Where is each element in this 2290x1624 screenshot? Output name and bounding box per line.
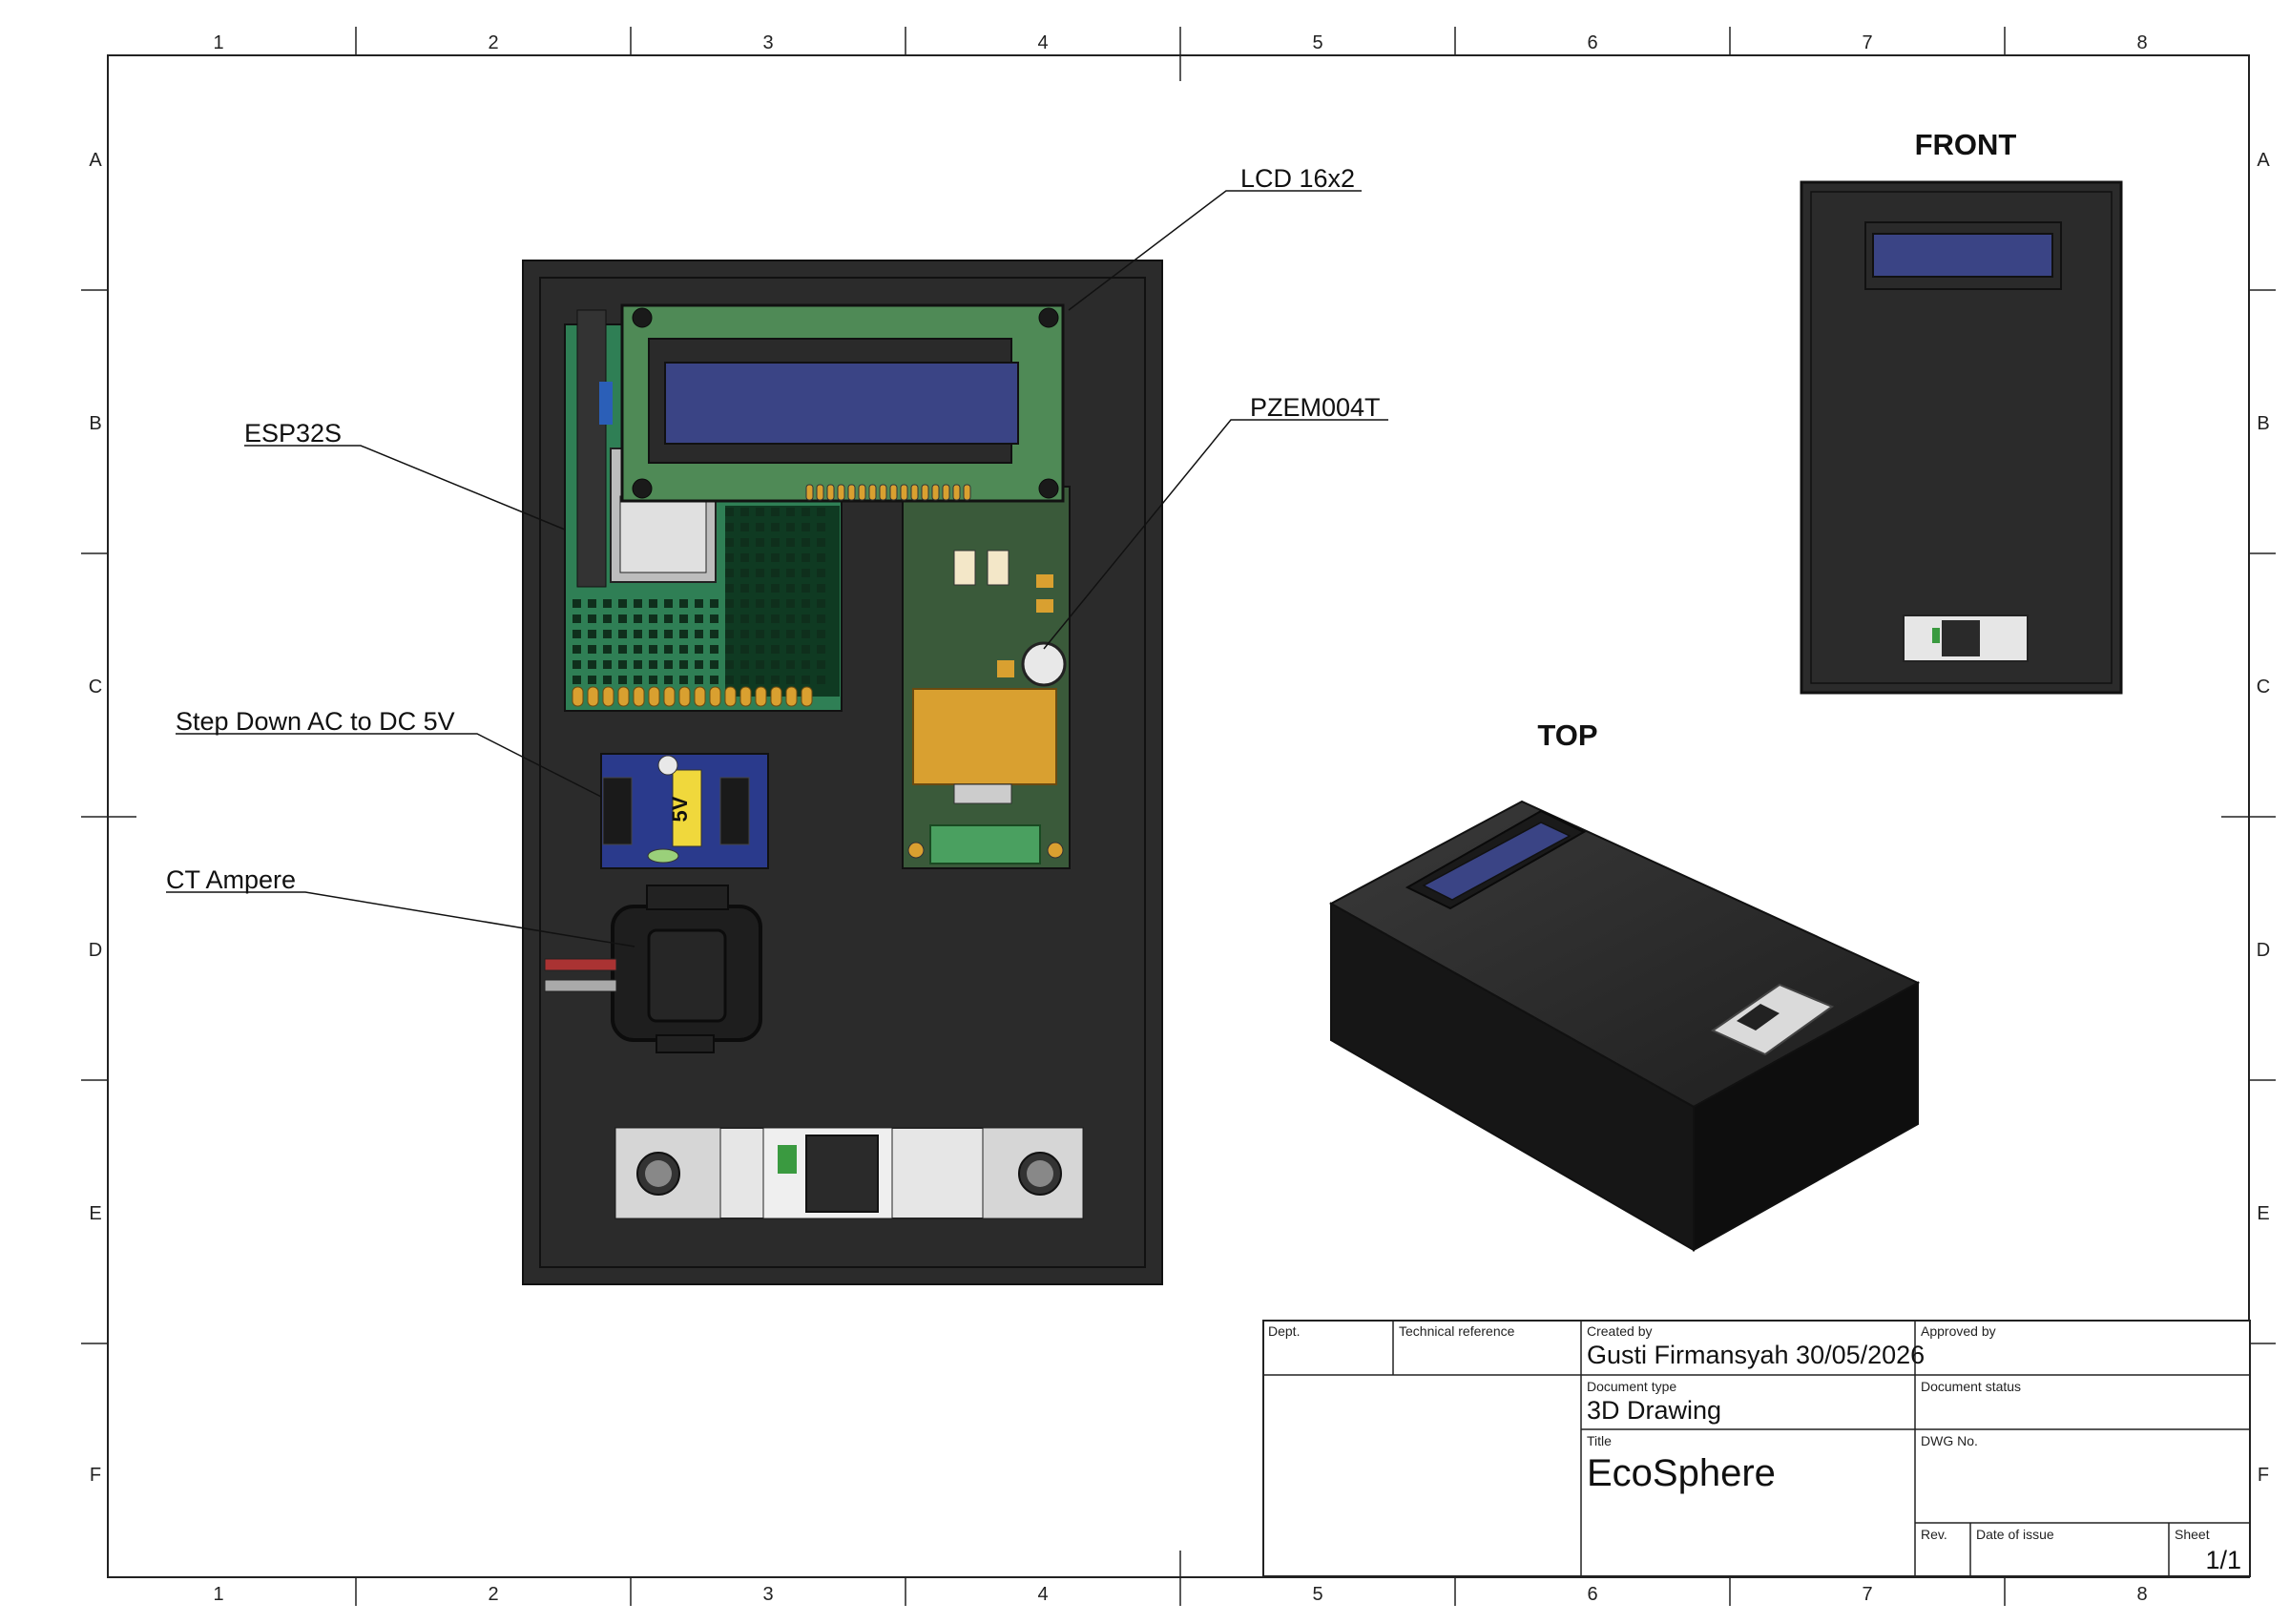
- col-label-7: 7: [1862, 32, 1872, 53]
- lcd-module: [620, 303, 1065, 503]
- row-label-d-right: D: [2257, 940, 2270, 961]
- tb-created-value: Gusti Firmansyah 30/05/2026: [1587, 1341, 1926, 1369]
- tb-approved-label: Approved by: [1921, 1323, 1996, 1339]
- col-label-8-bottom: 8: [2136, 1584, 2147, 1605]
- row-label-b: B: [89, 413, 101, 434]
- row-label-f-right: F: [2258, 1465, 2269, 1486]
- front-view: [1800, 180, 2123, 695]
- col-label-1: 1: [213, 32, 223, 53]
- tb-doctype-cell: Document type 3D Drawing: [1581, 1375, 1915, 1429]
- tb-created-label: Created by: [1587, 1323, 1653, 1339]
- tb-sheet-cell: Sheet 1/1: [2169, 1523, 2251, 1577]
- row-label-e: E: [89, 1203, 101, 1224]
- col-label-3-bottom: 3: [762, 1584, 773, 1605]
- col-label-2-bottom: 2: [488, 1584, 498, 1605]
- col-label-1-bottom: 1: [213, 1584, 223, 1605]
- stepdown-psu-board: 5V: [600, 753, 769, 869]
- col-label-8: 8: [2136, 32, 2147, 53]
- top-view-label: TOP: [1537, 718, 1597, 752]
- circuit-breaker: [614, 1127, 1084, 1219]
- ct-ampere-sensor: [544, 885, 762, 1053]
- tb-docstatus-label: Document status: [1921, 1379, 2022, 1394]
- title-block: Dept. Technical reference Created by Gus…: [1262, 1320, 2251, 1577]
- tb-techref-label: Technical reference: [1399, 1323, 1515, 1339]
- row-label-d: D: [89, 940, 102, 961]
- callout-esp: ESP32S: [244, 419, 342, 448]
- tb-dept-cell: Dept.: [1262, 1320, 1393, 1375]
- tb-rev-cell: Rev.: [1915, 1523, 1970, 1577]
- grid-ticks: [81, 27, 2276, 1606]
- row-label-c-right: C: [2257, 677, 2270, 697]
- row-label-b-right: B: [2257, 413, 2269, 434]
- row-label-c: C: [89, 677, 102, 697]
- row-label-a-right: A: [2257, 150, 2270, 171]
- callout-stepdown: Step Down AC to DC 5V: [176, 707, 455, 736]
- col-label-4: 4: [1037, 32, 1048, 53]
- title-block-grid: [1262, 1320, 2251, 1577]
- row-label-a: A: [89, 150, 102, 171]
- psu-voltage-label: 5V: [668, 796, 692, 822]
- tb-dwgno-cell: DWG No.: [1915, 1429, 2251, 1523]
- isometric-view: [1328, 800, 1921, 1252]
- front-view-label: FRONT: [1915, 128, 2017, 161]
- tb-date-cell: Date of issue: [1970, 1523, 2169, 1577]
- callout-pzem: PZEM004T: [1250, 393, 1381, 422]
- row-label-f: F: [90, 1465, 101, 1486]
- tb-techref-cell: Technical reference: [1393, 1320, 1581, 1375]
- tb-sheet-value: 1/1: [2205, 1546, 2241, 1574]
- tb-dept-label: Dept.: [1268, 1323, 1301, 1339]
- row-label-e-right: E: [2257, 1203, 2269, 1224]
- col-label-6: 6: [1587, 32, 1597, 53]
- col-label-5: 5: [1312, 32, 1322, 53]
- col-label-5-bottom: 5: [1312, 1584, 1322, 1605]
- col-label-3: 3: [762, 32, 773, 53]
- col-label-2: 2: [488, 32, 498, 53]
- callout-lcd: LCD 16x2: [1240, 164, 1355, 193]
- tb-doctype-value: 3D Drawing: [1587, 1396, 1722, 1425]
- tb-rev-label: Rev.: [1921, 1527, 1947, 1542]
- pzem-board: [902, 486, 1071, 869]
- col-label-4-bottom: 4: [1037, 1584, 1048, 1605]
- tb-approved-cell: Approved by: [1915, 1320, 2251, 1375]
- tb-title-value: EcoSphere: [1587, 1452, 1776, 1494]
- col-label-6-bottom: 6: [1587, 1584, 1597, 1605]
- col-label-7-bottom: 7: [1862, 1584, 1872, 1605]
- tb-title-label: Title: [1587, 1433, 1612, 1448]
- tb-docstatus-cell: Document status: [1915, 1375, 2251, 1429]
- tb-dwgno-label: DWG No.: [1921, 1433, 1978, 1448]
- tb-date-label: Date of issue: [1976, 1527, 2054, 1542]
- tb-created-cell: Created by Gusti Firmansyah 30/05/2026: [1581, 1320, 1925, 1375]
- tb-doctype-label: Document type: [1587, 1379, 1677, 1394]
- tb-title-cell: Title EcoSphere: [1581, 1429, 1915, 1577]
- tb-sheet-label: Sheet: [2175, 1527, 2210, 1542]
- callout-ct: CT Ampere: [166, 865, 296, 894]
- leader-lines: [166, 190, 1388, 947]
